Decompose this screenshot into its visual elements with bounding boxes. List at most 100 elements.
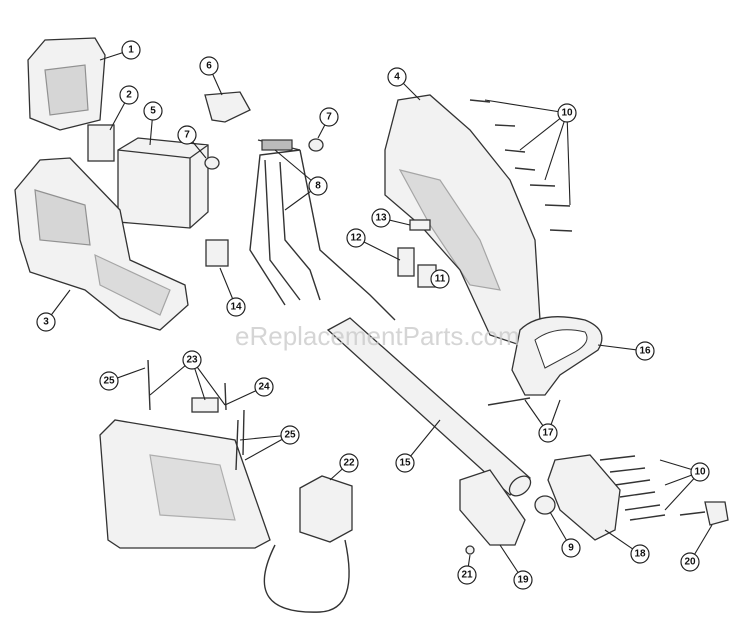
callout-circle [182,350,202,370]
callout-number: 6 [206,61,212,72]
callout-22: 22 [329,453,359,481]
callout-circle [387,67,407,87]
callout-number: 8 [315,181,321,192]
callout-circle [371,208,391,228]
callout-circle [630,544,650,564]
callout-circle [254,377,274,397]
callout-14: 14 [219,267,246,317]
callout-circle [680,552,700,572]
callout-25: 25 [239,425,300,461]
callout-1: 1 [99,40,141,61]
part-1-battery-cover [27,37,106,131]
part-5-battery [117,137,209,229]
callout-number: 13 [375,213,387,224]
callout-number: 12 [350,233,362,244]
callout-12: 12 [346,228,401,261]
leader-line [566,112,571,206]
callout-8: 8 [274,149,328,211]
screws-10-top [469,99,573,232]
callout-2: 2 [109,85,139,131]
part-3-housing [14,157,189,331]
callout-circle [395,453,415,473]
part-base-plate [99,397,271,549]
callout-circle [690,462,710,482]
callout-15: 15 [395,419,441,473]
callout-number: 25 [103,376,115,387]
part-8-wiring-harness [249,139,396,321]
callout-circle [538,423,558,443]
part-14-switch [205,239,229,267]
callout-circle [226,297,246,317]
callout-circle [513,570,533,590]
callout-11: 11 [430,269,450,289]
callout-circle [457,565,477,585]
callout-circle [430,269,450,289]
callout-7: 7 [177,125,207,159]
callout-number: 23 [186,355,198,366]
callout-19: 19 [499,544,533,590]
callout-10: 10 [484,99,577,206]
callout-circle [557,103,577,123]
callout-number: 14 [230,302,242,313]
callout-20: 20 [680,524,713,572]
callout-number: 5 [150,106,156,117]
callout-number: 15 [399,458,411,469]
callout-9: 9 [549,511,581,558]
callout-circle [346,228,366,248]
callout-number: 25 [284,430,296,441]
part-20-knob [704,501,729,526]
part-16-auxiliary-handle [511,316,603,396]
callout-circle [561,538,581,558]
callout-24: 24 [224,377,274,406]
part-21-nut [465,545,475,555]
callout-circle [319,107,339,127]
part-17-bolt [487,397,531,406]
callout-17: 17 [524,399,561,443]
callout-circle [143,101,163,121]
callout-number: 7 [326,112,332,123]
callout-number: 18 [634,549,646,560]
callout-number: 7 [184,130,190,141]
callout-16: 16 [597,341,655,361]
callout-21: 21 [457,554,477,585]
part-9-nut [534,495,556,515]
callout-number: 2 [126,90,132,101]
callout-circle [121,40,141,60]
part-4-handle-half [384,94,541,346]
callout-circle [339,453,359,473]
callout-number: 11 [435,274,446,285]
callout-circle [635,341,655,361]
callout-number: 16 [639,346,651,357]
callout-4: 4 [387,67,421,101]
callout-3: 3 [36,289,71,332]
leader-line [519,112,568,151]
callout-7: 7 [317,107,339,139]
callout-number: 22 [343,458,355,469]
screws-10-lower [599,455,666,521]
callout-number: 24 [258,382,270,393]
callout-18: 18 [604,529,650,564]
callout-23: 23 [149,350,226,406]
callout-number: 10 [694,467,706,478]
part-19-motor-cover [459,469,526,546]
part-13-clip [409,219,431,231]
part-22-charger [263,475,353,613]
callout-number: 1 [128,45,134,56]
callout-25: 25 [99,367,146,391]
screws-25 [147,359,245,471]
part-18-motor-housing [547,454,621,541]
part-7-knob [308,138,324,152]
callout-circle [199,56,219,76]
callout-number: 10 [561,108,573,119]
callout-circle [280,425,300,445]
callout-number: 21 [461,570,473,581]
callout-number: 20 [684,557,696,568]
part-12-bracket [397,247,415,277]
part-15-shaft [326,317,532,497]
callout-number: 4 [394,72,400,83]
callout-circle [177,125,197,145]
leader-line [484,99,568,114]
callout-circle [99,371,119,391]
callout-number: 17 [542,428,554,439]
